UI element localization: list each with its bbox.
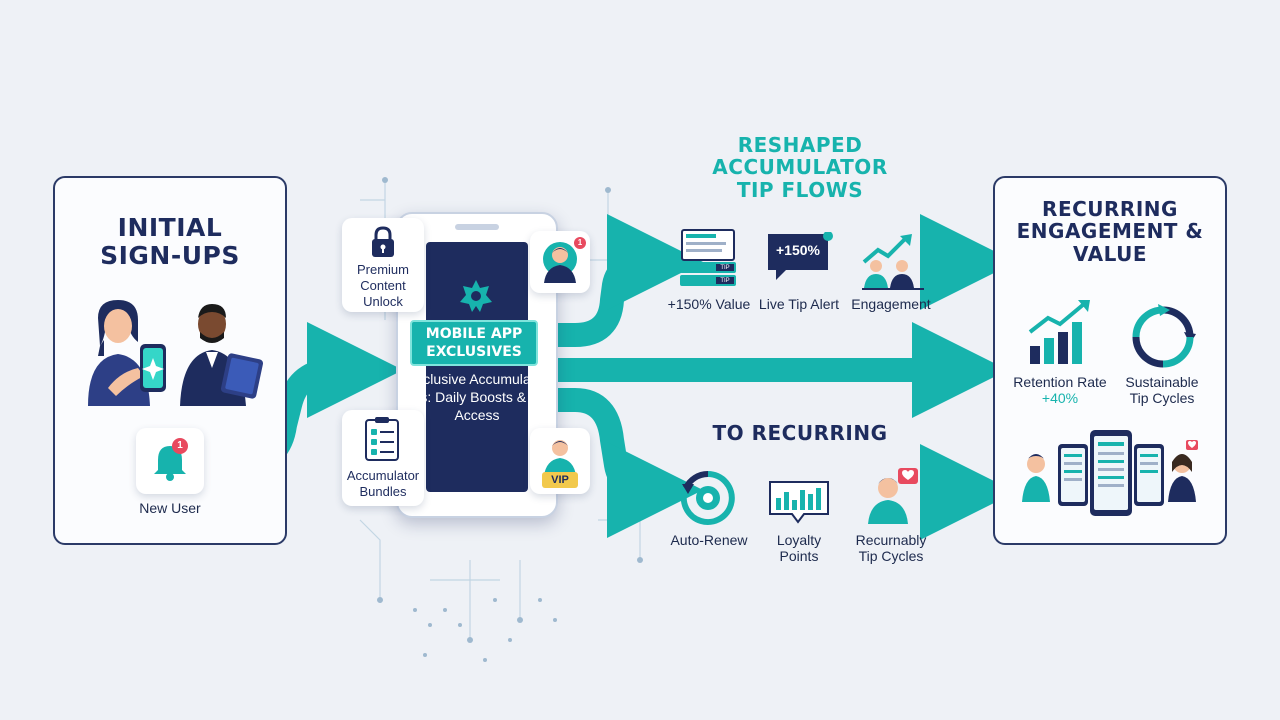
accumulator-bundles-card[interactable]: Accumulator Bundles <box>342 410 424 506</box>
tip-tag-2: TIP <box>720 278 730 284</box>
accumulator-bundles-label: Accumulator Bundles <box>346 468 420 499</box>
recurnably-tip-cycles-label: Recurnably Tip Cycles <box>855 532 927 565</box>
live-tip-alert-label: Live Tip Alert <box>758 296 840 312</box>
star-badge-icon <box>460 280 492 312</box>
premium-content-label: Premium Content Unlock <box>356 262 409 309</box>
woman-with-phone-icon <box>88 300 166 406</box>
avatar-notification-badge: 1 <box>574 237 586 249</box>
vip-avatar-card: VIP <box>530 428 590 494</box>
person-avatar-icon <box>543 242 577 283</box>
checklist-icon <box>365 417 399 461</box>
vip-person-icon <box>544 440 576 476</box>
recurring-engagement-title: RECURRING ENGAGEMENT & VALUE <box>1016 197 1204 266</box>
growth-people-icon <box>862 234 924 290</box>
auto-renew-label: Auto-Renew <box>670 532 748 548</box>
vip-label: VIP <box>542 472 578 488</box>
sustainable-tip-cycles-label: Sustainable Tip Cycles <box>1125 374 1199 407</box>
phone-notch <box>455 224 499 230</box>
flow-arrow-app-to-bottom <box>556 388 703 538</box>
flow-arrow-app-to-top <box>556 214 703 347</box>
live-tip-bubble-value: +150% <box>776 242 820 258</box>
retention-rate-value: +40% <box>1041 390 1079 406</box>
community-devices-icon <box>1022 430 1198 516</box>
cycle-arrows-icon <box>1132 304 1196 368</box>
mobile-app-exclusives-title: MOBILE APP EXCLUSIVES <box>425 326 523 360</box>
initial-signups-title: INITIAL SIGN-UPS <box>100 213 240 270</box>
notification-badge: 1 <box>172 438 188 454</box>
man-with-tablet-icon <box>180 304 264 406</box>
loyalty-points-label: Loyalty Points <box>776 532 822 565</box>
tip-tag-1: TIP <box>720 265 730 271</box>
to-recurring-title: TO RECURRING <box>712 421 888 445</box>
auto-renew-icon <box>680 470 735 525</box>
value-boost-label: +150% Value <box>667 296 751 312</box>
engagement-label: Engagement <box>851 296 931 312</box>
person-heart-icon <box>868 468 918 524</box>
avatar-card-top: 1 <box>530 231 590 293</box>
premium-content-card[interactable]: Premium Content Unlock <box>342 218 424 312</box>
mobile-app-exclusives-banner[interactable]: MOBILE APP EXCLUSIVES <box>410 320 538 366</box>
new-user-label: New User <box>139 500 201 516</box>
odds-card-icon <box>680 229 736 286</box>
new-user-card[interactable]: 1 <box>136 428 204 494</box>
retention-chart-icon <box>1028 300 1090 364</box>
chat-alert-icon <box>768 232 833 280</box>
exclusive-tips-text: Exclusive Accumulator Tips: Daily Boosts… <box>401 371 553 423</box>
bar-chart-bubble-icon <box>769 481 829 524</box>
retention-rate-label: Retention Rate <box>1013 374 1107 390</box>
circuit-dots <box>377 177 643 662</box>
lock-icon <box>372 226 394 257</box>
reshaped-flows-title: RESHAPED ACCUMULATOR TIP FLOWS <box>712 133 888 202</box>
